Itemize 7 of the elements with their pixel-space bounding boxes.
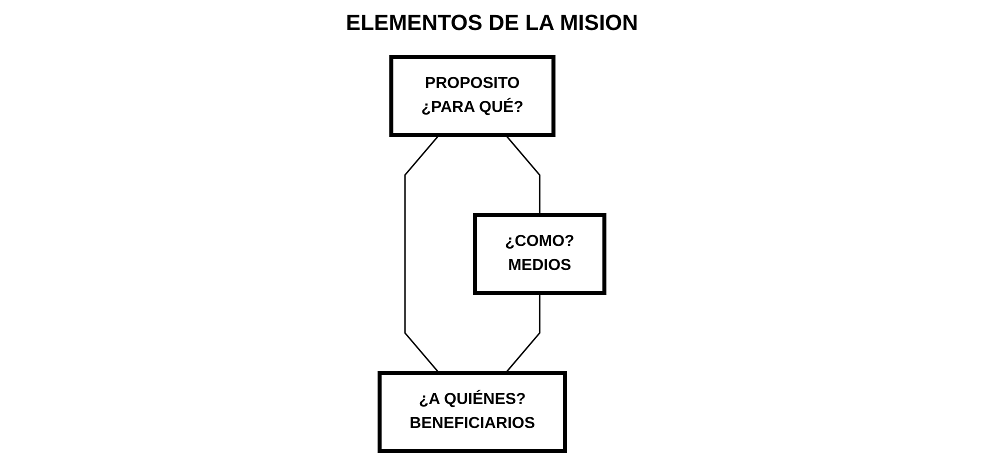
connector: [505, 292, 540, 373]
connector: [505, 134, 540, 214]
node-box: ¿COMO? MEDIOS: [473, 212, 606, 294]
diagram-title: ELEMENTOS DE LA MISION: [346, 10, 638, 36]
node-box: ¿A QUIÉNES? BENEFICIARIOS: [378, 370, 567, 452]
node-box: PROPOSITO ¿PARA QUÉ?: [389, 54, 556, 136]
connector: [404, 134, 440, 373]
